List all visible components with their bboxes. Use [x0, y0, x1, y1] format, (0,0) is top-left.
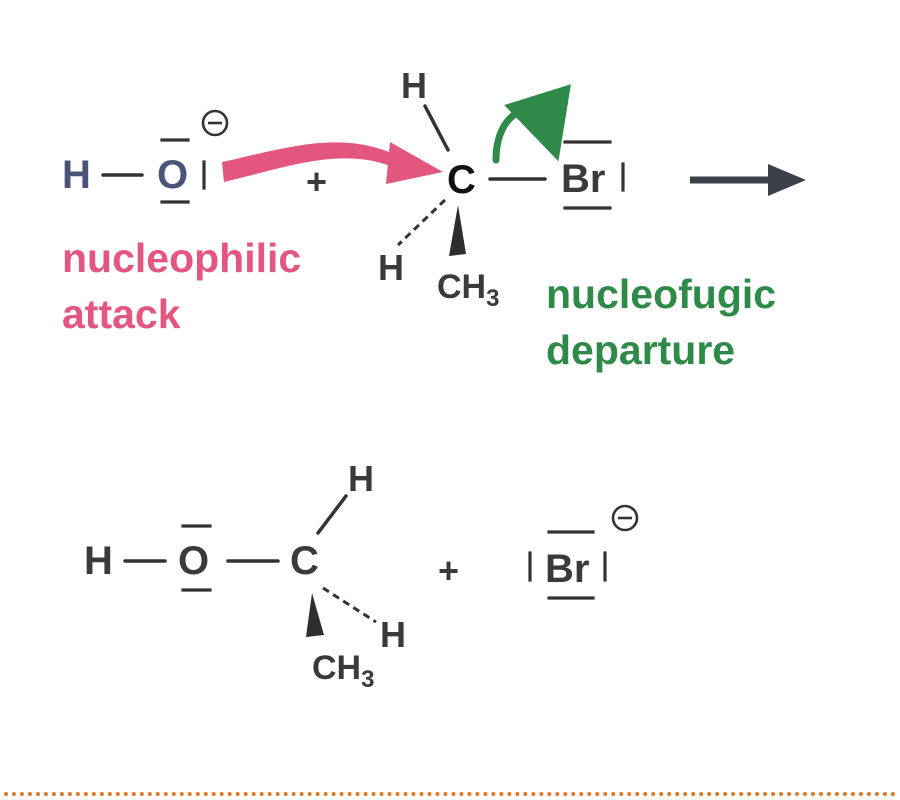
attack-label-line2: attack	[62, 291, 181, 337]
minus-circle-icon	[611, 504, 639, 532]
product-c-ch3-wedge-bond	[306, 593, 324, 637]
hydroxide-ion: H O	[62, 109, 229, 204]
attack-label-line1: nucleophilic	[62, 235, 301, 281]
reactant-plus-sign: +	[306, 161, 327, 202]
reaction-arrow	[690, 164, 806, 196]
c-h-hashed-bond	[396, 198, 447, 247]
product-plus-sign: +	[438, 550, 459, 591]
bromide-ion: Br	[528, 504, 639, 600]
methyl-group: CH3	[437, 268, 499, 312]
bromine-leaving-group: Br	[561, 157, 605, 201]
product-carbon: C	[290, 539, 319, 583]
product-hydrogen: H	[84, 539, 113, 583]
departure-label-line2: departure	[546, 327, 735, 373]
hydroxide-hydrogen: H	[62, 153, 91, 197]
hashed-hydrogen: H	[378, 247, 404, 288]
product-c-h-hashed-bond	[322, 586, 377, 624]
product-hashed-hydrogen: H	[380, 614, 406, 655]
bromide-atom: Br	[545, 547, 589, 591]
product-methyl-group: CH3	[312, 649, 374, 693]
nucleophilic-attack-arrow	[222, 142, 443, 184]
minus-circle-icon	[201, 109, 229, 137]
nucleofugic-departure-arrow	[492, 84, 571, 164]
c-h-top-bond	[423, 104, 450, 152]
hydroxide-oxygen: O	[157, 153, 188, 197]
bromomethane-substrate: C H H CH3 Br	[378, 65, 625, 312]
departure-label-line1: nucleofugic	[546, 271, 776, 317]
product-top-hydrogen: H	[348, 458, 374, 499]
bottom-divider	[4, 792, 896, 796]
product-c-h-top-bond	[316, 494, 348, 535]
product-oxygen: O	[178, 539, 209, 583]
c-ch3-wedge-bond	[449, 205, 466, 256]
central-carbon: C	[447, 158, 476, 202]
methanol-product: H O C H H CH3	[84, 458, 406, 693]
top-hydrogen: H	[401, 65, 427, 106]
